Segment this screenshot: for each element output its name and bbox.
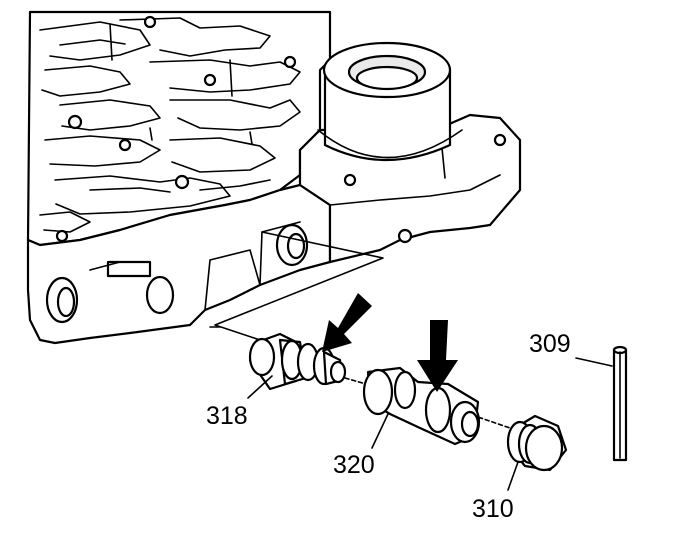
valve-body-housing [26,10,522,345]
down-arrow-icon [417,320,458,392]
part-309-pin [612,345,628,462]
callout-309: 309 [529,330,571,358]
leader-lines [247,357,613,491]
part-310-plug [506,414,568,472]
part-320-sleeve [362,366,481,446]
down-left-arrow-icon [322,293,372,352]
callout-310: 310 [472,495,514,523]
callout-320: 320 [333,451,375,479]
part-318-valve [248,332,347,391]
callout-318: 318 [206,402,248,430]
